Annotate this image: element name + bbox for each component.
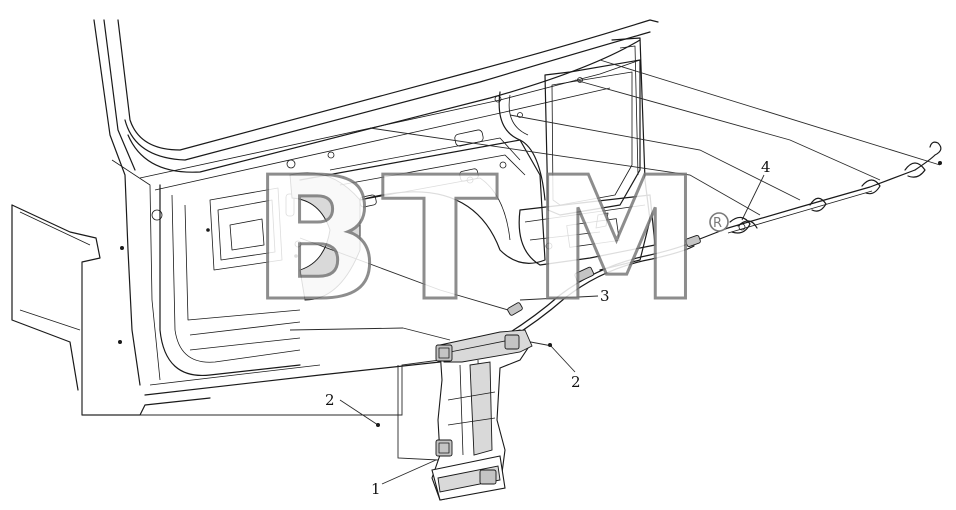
callout-2-right: 2 [571, 373, 581, 391]
watermark-letter-b: B [252, 141, 382, 339]
watermark-letter-m: M [532, 141, 701, 339]
callout-1: 1 [371, 480, 381, 498]
release-cable [469, 169, 916, 359]
cab-body [11, 19, 659, 416]
callouts: 1 2 2 3 4 [325, 158, 771, 498]
watermark-letter-t: T [382, 141, 498, 339]
callout-2-left: 2 [325, 391, 335, 409]
registered-mark-icon [709, 212, 729, 232]
leader-lines [81, 59, 941, 485]
trim-panel [376, 329, 552, 501]
callout-4: 4 [761, 158, 771, 176]
watermark: B T M R [251, 140, 729, 341]
return-spring [729, 141, 942, 234]
callout-3: 3 [600, 287, 610, 305]
registered-mark-letter: R [713, 216, 722, 231]
